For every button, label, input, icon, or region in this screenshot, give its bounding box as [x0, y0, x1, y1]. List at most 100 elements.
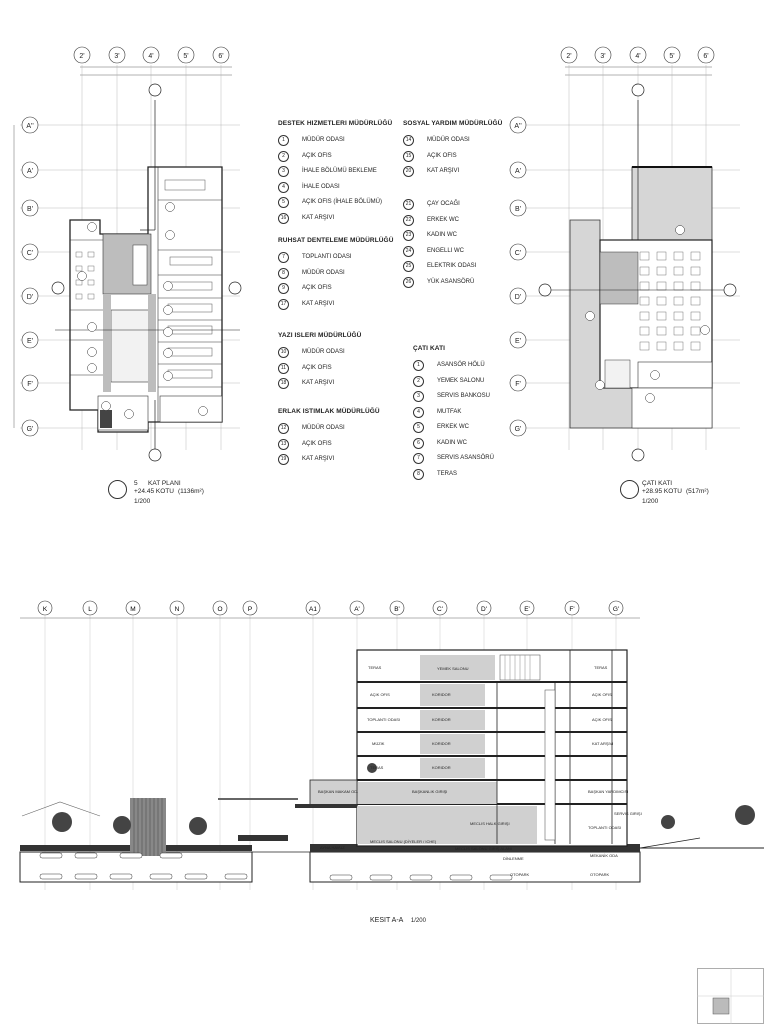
caption-title: ÇATI KATI	[642, 480, 673, 487]
dining-table-icon	[656, 281, 667, 291]
legend-heading: ÇATI KATI	[413, 345, 446, 352]
caption-circle	[108, 480, 127, 499]
axis-col-label: 2'	[566, 53, 571, 60]
legend-heading: RUHSAT DENTELEME MÜDÜRLÜĞÜ	[278, 237, 394, 244]
section-room-label: BAŞKAN MAKAM OD.	[318, 789, 358, 794]
legend-item-label: MÜDÜR ODASI	[302, 349, 345, 356]
axis-row-label: C'	[515, 250, 521, 257]
section-room-label: TOPLANTI ODASI	[588, 825, 621, 830]
dining-table-icon	[690, 251, 701, 261]
caption-area: (1136m²)	[178, 488, 204, 495]
legend-item-number: 1	[413, 360, 424, 372]
caption-title: KAT PLANI	[148, 480, 181, 487]
dining-table-icon	[673, 341, 684, 351]
section-room-label: AYNA HAVUZ	[320, 845, 345, 850]
floor-plan-5	[13, 65, 242, 462]
legend-item-label: ASANSÖR HÖLÜ	[437, 362, 485, 369]
legend-item-number: 2	[278, 150, 289, 162]
legend-item-number: 8	[413, 468, 424, 480]
dining-table-icon	[673, 281, 684, 291]
legend-item-number: 2	[413, 375, 424, 387]
section-axis-label: F'	[569, 606, 574, 613]
section-axis-label: N	[175, 606, 180, 613]
axis-col-label: 6'	[703, 53, 708, 60]
legend-item-number: 7	[278, 252, 289, 264]
legend-item-label: ERKEK WC	[437, 424, 470, 431]
dining-table-icon	[639, 251, 650, 261]
car-icon	[39, 873, 63, 880]
legend-item-number: 12	[278, 423, 289, 435]
car-icon	[74, 852, 98, 859]
axis-row-label: A''	[26, 123, 33, 130]
section-room-label: TERAS	[594, 665, 608, 670]
caption-circle	[620, 480, 639, 499]
legend-item-number: 21	[403, 199, 414, 211]
legend-item-number: 11	[278, 362, 289, 374]
axis-row-label: E'	[27, 338, 33, 345]
legend-item-label: AÇIK OFIS (İHALE BÖLÜMÜ)	[302, 199, 383, 206]
legend-item: 10 MÜDÜR ODASI	[278, 345, 408, 361]
axis-row-label: A'	[27, 168, 33, 175]
axis-row-label: F'	[27, 381, 33, 388]
axis-col-label: 3'	[600, 53, 605, 60]
axis-row-label: F'	[515, 381, 521, 388]
legend-item-number: 6	[413, 437, 424, 449]
axis-row-label: D'	[27, 294, 33, 301]
dining-table-icon	[639, 281, 650, 291]
axis-row-label: B'	[27, 206, 33, 213]
section-room-label: BAŞKANLIK GIRIŞI	[412, 789, 447, 794]
legend-heading: YAZI ISLERI MÜDÜRLÜĞÜ	[278, 332, 362, 339]
dining-table-icon	[673, 251, 684, 261]
section-axis-label: P	[248, 606, 252, 613]
legend-item-number: 10	[278, 347, 289, 359]
legend-item-label: AÇIK OFIS	[302, 152, 332, 159]
legend-item-label: KAT ARŞIVI	[302, 456, 335, 463]
car-icon	[119, 852, 143, 859]
section-room-label: MECLIS HALK GIRIŞI	[470, 821, 510, 826]
legend-item-number: 7	[413, 453, 424, 465]
axis-row-label: A'	[515, 168, 521, 175]
axis-row-label: C'	[27, 250, 33, 257]
dining-table-icon	[690, 341, 701, 351]
axis-row-label: G'	[515, 426, 522, 433]
legend-item-label: KAT ARŞIVI	[427, 168, 460, 175]
legend-item-label: MÜDÜR ODASI	[302, 137, 345, 144]
legend-item-label: SERVIS BANKOSU	[437, 393, 490, 400]
dining-table-icon	[656, 251, 667, 261]
legend-item-label: YEMEK SALONU	[437, 377, 485, 384]
dining-table-icon	[639, 341, 650, 351]
floor-plan-5-caption: 5 KAT PLANI +24.45 KOTU (1136m²) 1/200	[108, 480, 228, 520]
floor-plan-5-axis: 2' 3' 4' 5' 6' A'' A' B' C' D' E' F' G'	[21, 46, 230, 437]
roof-plan: 2' 3' 4' 5' 6' A'' A' B' C' D' E' F' G'	[509, 46, 740, 462]
legend-item-label: ERKEK WC	[427, 216, 460, 223]
section-room-label: BAŞKAN YARDIMCISI	[588, 789, 628, 794]
legend-item: 2 AÇIK OFIS	[278, 149, 408, 165]
section-axis-label: O	[217, 606, 222, 613]
dining-table-icon	[656, 296, 667, 306]
legend-item-label: İHALE BÖLÜMÜ BEKLEME	[302, 168, 377, 175]
section-axis-label: M	[130, 606, 135, 613]
section-room-label: AÇIK OFIS	[370, 692, 390, 697]
dining-table-icon	[656, 266, 667, 276]
legend-item-number: 3	[413, 391, 424, 403]
title-block	[697, 968, 764, 1024]
legend-item-label: AÇIK OFIS	[302, 440, 332, 447]
legend-item-number: 4	[278, 181, 289, 193]
axis-row-label: B'	[515, 206, 521, 213]
section-room-label: DİNLENME	[503, 856, 524, 861]
axis-col-label: 5'	[183, 53, 188, 60]
